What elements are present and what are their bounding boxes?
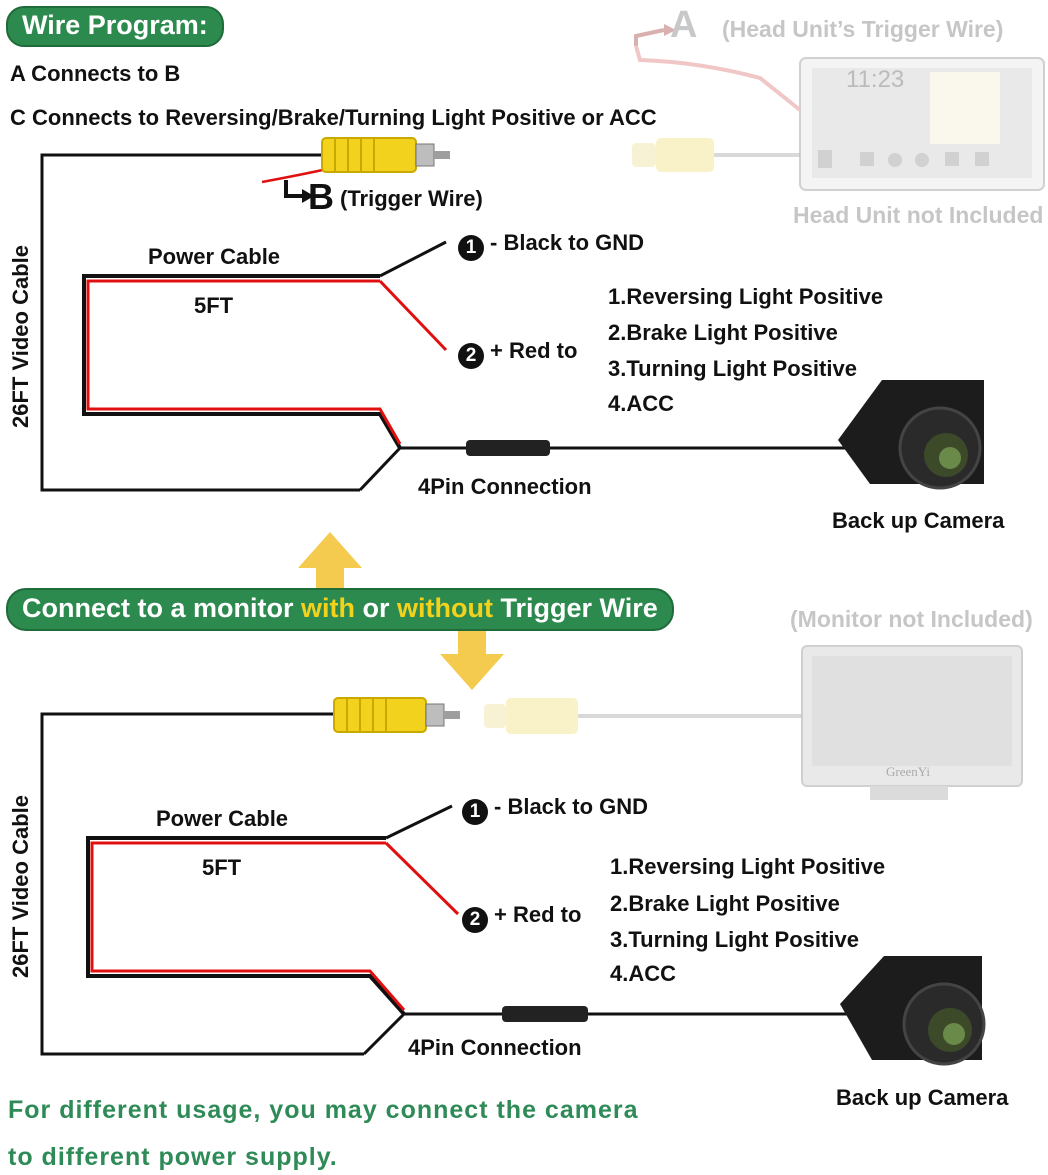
number-badge-1: 1 bbox=[462, 799, 488, 825]
wire-program-pill: Wire Program: bbox=[6, 6, 224, 47]
black-wire-bottom bbox=[385, 804, 453, 840]
option-2-top: 2.Brake Light Positive bbox=[608, 320, 838, 345]
length-label-bottom: 5FT bbox=[202, 855, 242, 880]
program-line-1: A Connects to B bbox=[10, 61, 181, 86]
usage-note-line-2: to different power supply. bbox=[8, 1143, 338, 1171]
pill-text-a: Connect to a monitor bbox=[22, 593, 301, 623]
label-b: B bbox=[308, 176, 334, 217]
rca-plug-bottom bbox=[333, 697, 460, 733]
number-badge-2: 2 bbox=[458, 343, 484, 369]
4pin-connector-top bbox=[466, 440, 550, 456]
video-cable-top bbox=[40, 153, 360, 492]
head-unit-trigger-wire bbox=[634, 28, 665, 46]
connection-label-bottom: 4Pin Connection bbox=[408, 1035, 582, 1060]
number-badge-2: 2 bbox=[462, 907, 488, 933]
option-3-top: 3.Turning Light Positive bbox=[608, 356, 857, 381]
trigger-wire-label: (Trigger Wire) bbox=[340, 186, 483, 211]
option-2-bottom: 2.Brake Light Positive bbox=[610, 891, 840, 916]
option-1-top: 1.Reversing Light Positive bbox=[608, 284, 884, 309]
red-label-top: 2+ Red to bbox=[458, 338, 577, 369]
video-cable-label-top: 26FT Video Cable bbox=[8, 245, 33, 428]
camera-top bbox=[838, 380, 984, 490]
red-wire-top bbox=[378, 279, 448, 352]
red-wire-bottom bbox=[384, 841, 460, 916]
option-4-bottom: 4.ACC bbox=[610, 961, 677, 986]
pill-text-without: without bbox=[397, 593, 493, 623]
rca-plug-top bbox=[321, 137, 450, 173]
head-unit-not-included: Head Unit not Included bbox=[793, 202, 1044, 228]
monitor-not-included: (Monitor not Included) bbox=[790, 606, 1033, 632]
camera-label-bottom: Back up Camera bbox=[836, 1085, 1009, 1110]
head-unit-rca-female bbox=[632, 138, 800, 172]
pill-text-or: or bbox=[355, 593, 398, 623]
label-a: A bbox=[670, 4, 698, 46]
monitor-rca-female bbox=[484, 698, 802, 734]
usage-note-line-1: For different usage, you may connect the… bbox=[8, 1096, 639, 1124]
gnd-label-bottom: 1- Black to GND bbox=[462, 794, 648, 825]
up-arrow bbox=[298, 532, 362, 600]
head-unit-time: 11:23 bbox=[846, 66, 905, 93]
camera-bottom bbox=[840, 956, 986, 1066]
connect-monitor-pill: Connect to a monitor with or without Tri… bbox=[6, 588, 674, 631]
4pin-connector-bottom bbox=[502, 1006, 588, 1022]
pill-text-b: Trigger Wire bbox=[492, 593, 658, 623]
connection-label-top: 4Pin Connection bbox=[418, 474, 592, 499]
red-text: + Red to bbox=[494, 902, 582, 927]
option-4-top: 4.ACC bbox=[608, 391, 675, 416]
red-label-bottom: 2+ Red to bbox=[462, 902, 581, 933]
video-cable-label-bottom: 26FT Video Cable bbox=[8, 795, 33, 978]
length-label-top: 5FT bbox=[194, 293, 234, 318]
monitor-image bbox=[801, 645, 1023, 800]
camera-label-top: Back up Camera bbox=[832, 508, 1005, 533]
number-badge-1: 1 bbox=[458, 235, 484, 261]
power-cable-label-top: Power Cable bbox=[148, 244, 281, 269]
power-cable-bottom bbox=[86, 836, 406, 1016]
gnd-label-top: 1- Black to GND bbox=[458, 230, 644, 261]
red-text: + Red to bbox=[490, 338, 578, 363]
head-unit-trigger-label: (Head Unit’s Trigger Wire) bbox=[722, 16, 1004, 42]
video-cable-bottom bbox=[40, 712, 364, 1056]
monitor-brand: GreenYi bbox=[886, 764, 931, 779]
pill-text-with: with bbox=[301, 593, 355, 623]
option-1-bottom: 1.Reversing Light Positive bbox=[610, 854, 886, 879]
down-arrow bbox=[440, 626, 504, 690]
power-cable-label-bottom: Power Cable bbox=[156, 806, 289, 831]
power-cable-top bbox=[82, 274, 402, 450]
program-line-2: C Connects to Reversing/Brake/Turning Li… bbox=[10, 105, 657, 130]
head-unit-image bbox=[799, 57, 1045, 191]
gnd-text: - Black to GND bbox=[494, 794, 649, 819]
option-3-bottom: 3.Turning Light Positive bbox=[610, 927, 859, 952]
gnd-text: - Black to GND bbox=[490, 230, 645, 255]
black-wire-top bbox=[379, 240, 447, 278]
